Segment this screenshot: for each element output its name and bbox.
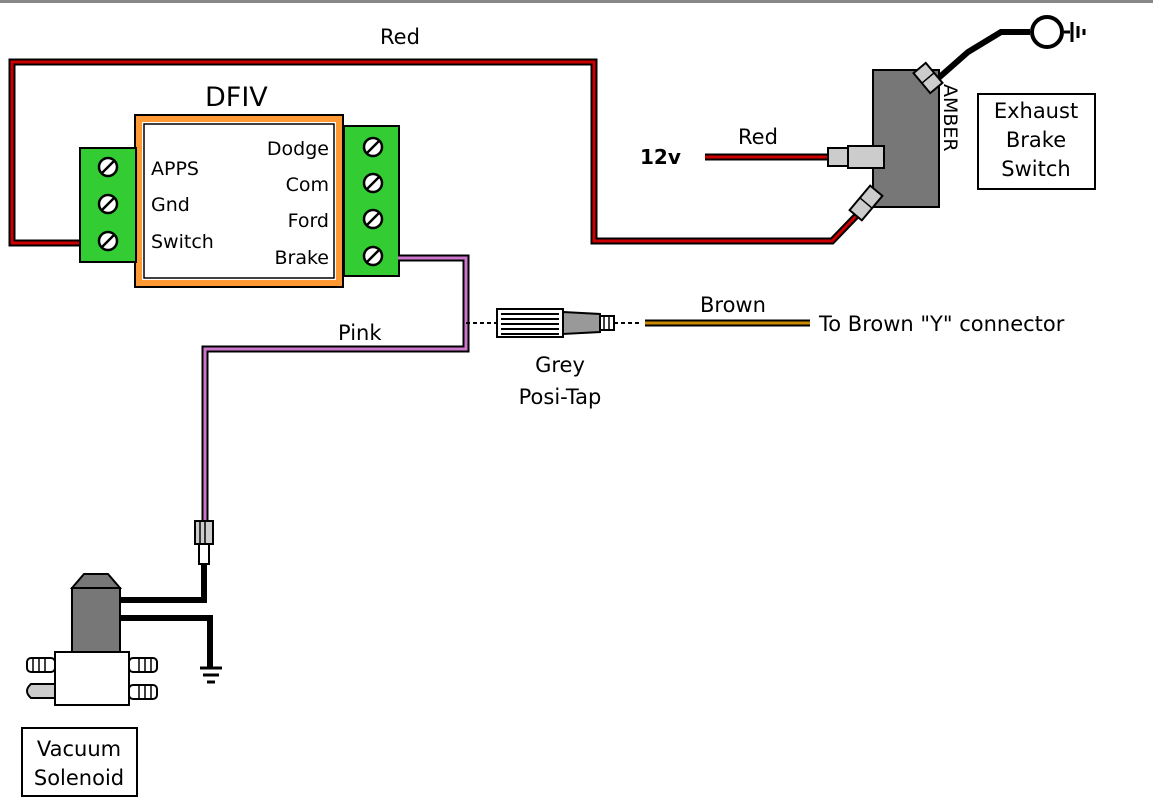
terminal-label-ford: Ford [288,210,329,232]
screw-icon [362,136,384,158]
switch-terminal-top [912,61,944,95]
solenoid-ground-icon [200,666,222,684]
posi-tap-label-line1: Grey [535,353,585,377]
pink-wire [201,254,470,522]
right-terminal-block [343,125,400,277]
terminal-label-dodge: Dodge [267,138,329,160]
switch-ground-lead [932,29,1030,85]
screw-icon [362,245,384,267]
exhaust-brake-switch-label-box [977,93,1096,190]
screw-icon [97,193,119,215]
solenoid-wires [120,564,213,668]
brown-wire-label: Brown [700,293,766,317]
left-terminal-block [79,147,137,263]
terminal-label-com: Com [286,174,329,196]
exhaust-brake-switch-body [872,69,940,208]
terminal-label-switch: Switch [151,231,214,253]
solenoid-connector [194,520,214,565]
switch-label-line3: Switch [1001,157,1070,181]
screw-icon [97,230,119,252]
terminal-label-brake: Brake [274,247,329,269]
red-wire-12v-label: Red [738,125,778,149]
ground-ring-icon [1030,15,1086,49]
switch-terminal-bottom [848,184,884,222]
posi-tap-label-line2: Posi-Tap [519,385,602,409]
posi-tap-icon [496,308,640,338]
solenoid-label-line2: Solenoid [34,766,124,790]
solenoid-label-line1: Vacuum [37,737,121,761]
switch-label-line2: Brake [1006,128,1066,152]
switch-label-line1: Exhaust [994,99,1078,123]
switch-side-label: AMBER [939,84,961,152]
red-wire-top-label: Red [380,25,420,49]
top-border [0,0,1153,3]
screw-icon [97,156,119,178]
screw-icon [362,172,384,194]
pink-wire-label: Pink [338,321,382,345]
terminal-label-gnd: Gnd [151,194,190,216]
terminal-label-apps: APPS [151,158,199,180]
screw-icon [362,208,384,230]
dfiv-title: DFIV [205,82,268,113]
switch-terminal-12v [827,145,885,169]
12v-source-label: 12v [640,145,681,169]
vacuum-solenoid-icon [26,573,158,706]
brown-destination-label: To Brown "Y" connector [818,312,1065,336]
red-wire-top [8,58,863,247]
vacuum-solenoid-label-box [21,727,138,797]
